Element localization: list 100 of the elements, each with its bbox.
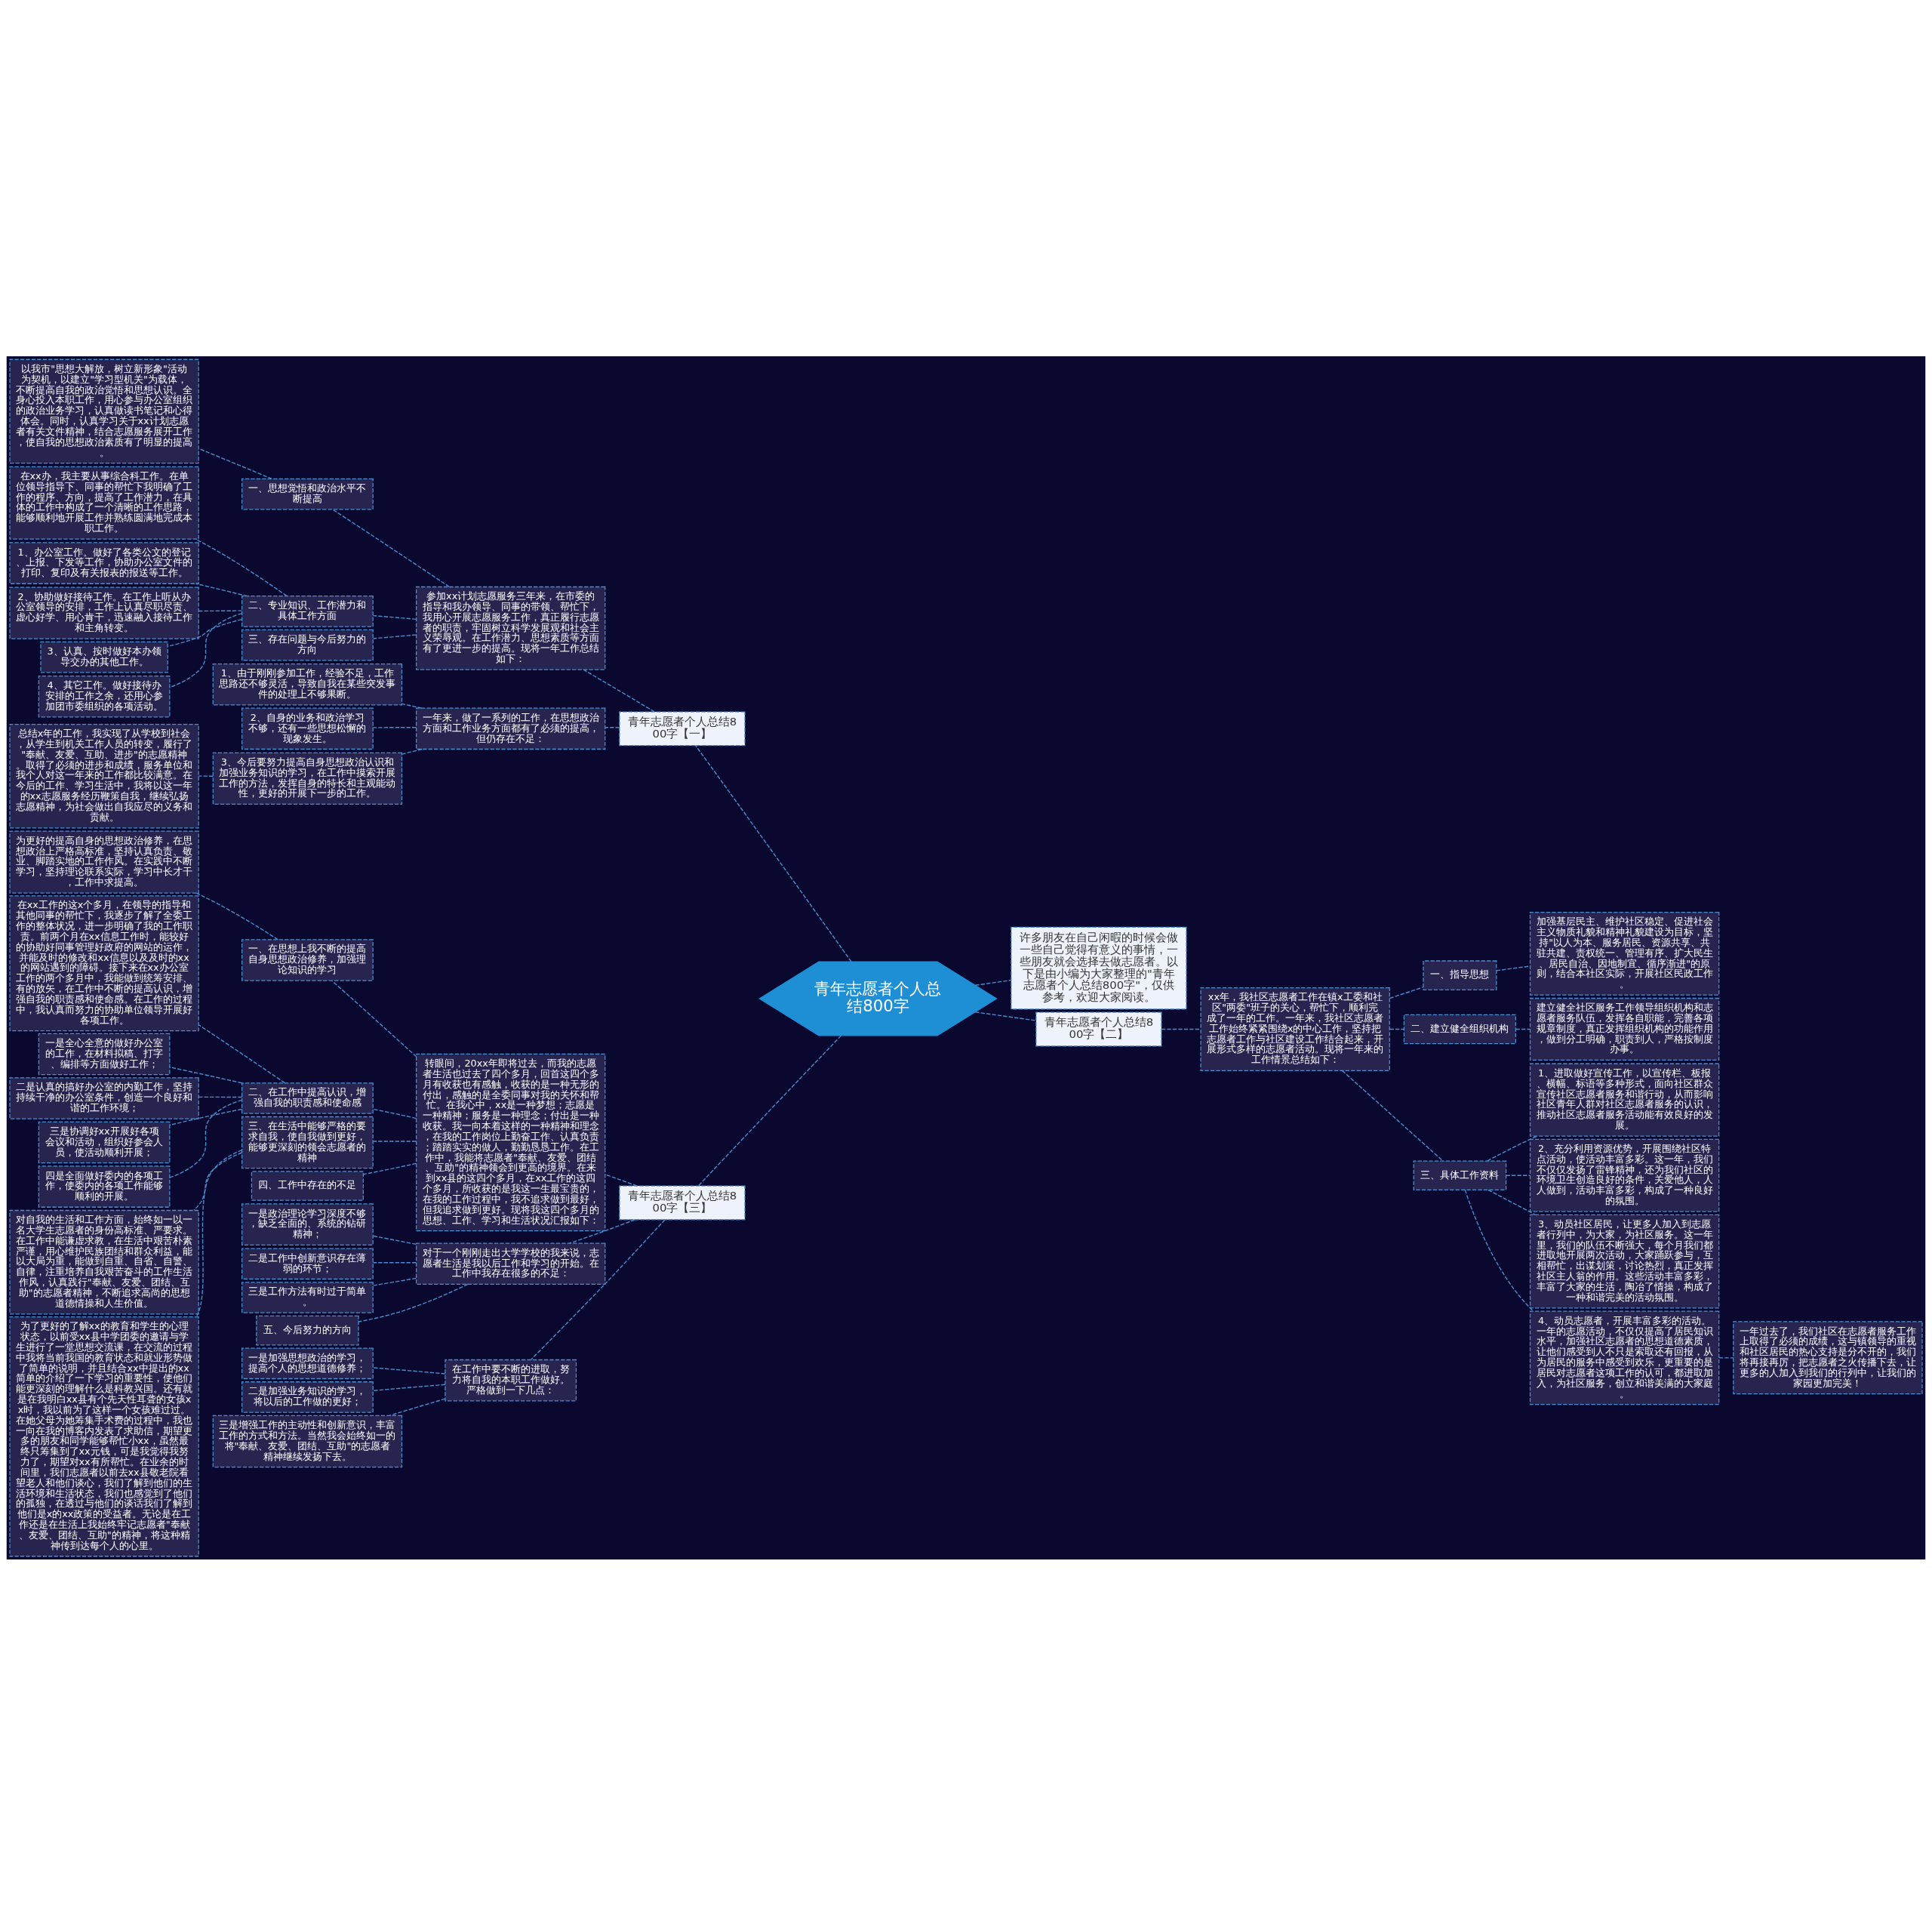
connector (1389, 986, 1424, 999)
connector (1464, 1189, 1534, 1312)
connector (358, 1283, 469, 1322)
node-box: 3、动员社区居民，让更多人加入到志愿者行列中，为大家，为社区服务。这一年里，我们的队伍不断强大，每个月我们都进取地开展两次活动，大家踊跃参与，互相帮忙，出谋划策，讨论热烈，真正发挥社区主人翁的作用。这些活动丰富多彩，丰富了大家的生活，陶冶了情操，构成了一种和谐完美的活动氛围。 (1529, 1214, 1720, 1308)
node-box: 一、思想觉悟和政治水平不断提高 (242, 478, 374, 510)
connector (1487, 1189, 1536, 1215)
node-box: 四、工作中存在的不足 (251, 1170, 364, 1201)
connector (195, 892, 278, 940)
node-box: 以我市"思想大解放，树立新形象"活动为契机，以建立"学习型机关"为载体，不断提高自我的政治觉悟和思想认识。全身心投入本职工作，用心参与办公室组织的政治业务学习，认真做读书笔记和心得体会。同时，认真学习关于xx计划志愿者有关文件精神，结合志愿服务展开工作，使自我的思想政治素质有了明显的提高。 (9, 359, 199, 463)
node-box: 参加xx计划志愿服务三年来，在市委的指导和我办领导、同事的带领、帮忙下，我用心开展志愿服务工作，真正履行志愿者的职责，牢固树立科学发展观和社会主义荣辱观。在工作潜力、思想素质等方面有了更进一步的提高。现将一年工作总结如下： (416, 586, 606, 670)
connector (169, 1108, 243, 1125)
node-box: xx年，我社区志愿者工作在镇x工委和社区"两委"班子的关心，帮忙下，顺利完成了一年的工作。一年来，我社区志愿者工作始终紧紧围绕x的中心工作，坚持把志愿者工作与社区建设工作结合起来，开展形式多样的志愿者活动。现将一年来的工作情景总结如下： (1200, 987, 1390, 1071)
node-box: 一年过去了，我们社区在志愿者服务工作上取得了必须的成绩，这与镇领导的重视和社区居民的热心支持是分不开的，我们将再接再厉，把志愿者之火传播下去，让更多的人加入到我们的行列中，让我们的家园更加完美！ (1733, 1320, 1923, 1394)
connector (401, 748, 423, 755)
connector (169, 1066, 243, 1083)
node-box: 在xx办，我主要从事综合科工作。在单位领导指导下、同事的帮忙下我明确了工作的程序、方向，提高了工作潜力，在具体的工作中构成了一个清晰的工作思路，能够顺利地开展工作并熟练圆满地完成本职工作。 (9, 466, 199, 540)
connector (974, 979, 1012, 986)
connector (372, 1235, 417, 1245)
node-box: 对于一个刚刚走出大学学校的我来说，志愿者生活是我以后工作和学习的开始。在工作中我存在很多的不足： (416, 1242, 606, 1285)
connector (1487, 1135, 1538, 1162)
node-box: 建立健全社区服务工作领导组织机构和志愿者服务队伍，发挥各自职能，完善各项规章制度，真正发挥组织机构的功能作用，做到分工明确，职责到人，严格按制度办事。 (1529, 997, 1720, 1061)
connector (1505, 1175, 1531, 1176)
node-box: 许多朋友在自己闲暇的时候会做一些自己觉得有意义的事情，一些朋友就会选择去做志愿者。以下是由小编为大家整理的"青年志愿者个人总结800字"，仅供参考，欢迎大家阅读。 (1011, 926, 1187, 1009)
node-box: 三、在生活中能够严格的要求自我，使自我做到更好，能够更深刻的领会志愿者的精神 (242, 1116, 374, 1168)
connector (1161, 1028, 1201, 1030)
node-box: 加强基层民主、维护社区稳定、促进社会主义物质礼貌和精神礼貌建设为目标，坚持"以人为本、服务居民、资源共享、共驻共建、责权统一、管理有序、扩大民生、居民自治、因地制宜、循序渐进"的原则，结合本社区实际，开展社区民政工作。 (1529, 911, 1720, 996)
node-box: 为更好的提高自身的思想政治修养，在思想政治上严格高标准，坚持认真负责、敬业、脚踏实地的工作作风。在实践中不断学习，坚持理论联系实际，学习中长才干，工作中求提高。 (9, 830, 199, 894)
node-box: 二、专业知识、工作潜力和具体工作方面 (242, 595, 374, 627)
connector (372, 1140, 417, 1142)
node-box: 二是工作中创新意识存在薄弱的环节； (242, 1247, 374, 1279)
node-box: 三、具体工作资料 (1413, 1159, 1507, 1190)
node-box: 2、协助做好接待工作。在工作上听从办公室领导的安排，工作上认真尽职尽责、虚心好学、用心肯干，迅速融入接待工作和主角转变。 (9, 586, 199, 639)
connector (198, 1024, 286, 1083)
connector (697, 1034, 842, 1186)
node-box: 2、自身的业务和政治学习不够，还有一些思想松懈的现象发生。 (242, 707, 374, 750)
node-box: 1、由于刚刚参加工作，经验不足，工作思路还不够灵活，导致自我在某些突发事件的处理上不够果断。 (212, 663, 403, 706)
node-box: 一是全心全意的做好办公室的工作，在材料拟稿、打字、编排等方面做好工作； (38, 1033, 171, 1075)
connector (331, 980, 417, 1057)
node-box: 1、进取做好宣传工作，以宣传栏、板报、横幅、标语等多种形式，面向社区群众宣传社区志愿者服务和谐行动，从而影响社区青年人群对社区志愿者服务的认识，推动社区志愿者服务活动能有效良好的发展。 (1529, 1063, 1720, 1137)
connector (1341, 1070, 1444, 1162)
node-box: 青年志愿者个人总结800字【二】 (1035, 1011, 1162, 1046)
connector (332, 508, 450, 587)
connector (372, 1384, 446, 1391)
connector (372, 1261, 417, 1263)
connector (169, 1099, 243, 1178)
node-box: 为了更好的了解xx的教育和学生的心理状态，以前受xx县中学团委的邀请与学生进行了一堂思想交流课，在交流的过程中我将当前我国的教育状态和就业形势做了简单的说明，并且结合xx中提出的xx简单的介绍了一下学习的重要性，使他们能更深刻的理解什么是科教兴国。还有就是在我明白xx县有个先天性耳聋的女孩xx时，我以前为了这样一个女孩难过过。在她父母为她筹集手术费的过程中，我也一向在我的博客内发表了求助信，期望更多的朋友和同学能够帮忙小xx，虽然最终只筹集到了xx元钱，可是我觉得我努力了，期望对xx有所帮忙。在业余的时间里，我们志愿者以前去xx县敬老院看望老人和他们谈心，我们了解到他们的生活环境和生活状态，我们也感觉到了他们的孤独，在透过与他们的谈话我们了解到他们是x的xx政策的受益者。无论是在工作还是在生活上我始终牢记志愿者"奉献、友爱、团结、互助"的精神，将这种精神传到达每个人的心里。 (9, 1316, 199, 1556)
node-box: 三是工作方法有时过于简单。 (242, 1281, 374, 1313)
node-box: 青年志愿者个人总结800字【三】 (619, 1184, 746, 1220)
node-box: 三、存在问题与今后努力的方向 (242, 629, 374, 661)
connector (169, 612, 243, 688)
node-box: 二、建立健全组织机构 (1403, 1014, 1517, 1044)
connector (372, 1108, 417, 1119)
connector (372, 1277, 417, 1286)
connector (372, 633, 417, 639)
node-box: 三是增强工作的主动性和创新意识，丰富工作的方式和方法。当然我会始终如一的将"奉献、友爱、团结、互助"的志愿者精神继续发扬下去。 (212, 1415, 403, 1467)
connector (372, 726, 417, 728)
connector (695, 744, 852, 962)
node-box: 青年志愿者个人总结800字【一】 (619, 710, 746, 746)
node-box: 2、充分利用资源优势，开展围绕社区特点活动，使活动丰富多彩。这一年，我们不仅仅发扬了雷锋精神，还为我们社区的环境卫生创造良好的条件，关爱他人，人人做到，活动丰富多彩，构成了一种良好的氛围。 (1529, 1138, 1720, 1212)
node-box: 1、办公室工作。做好了各类公文的登记、上报、下发等工作，协助办公室文件的打印、复印及有关报表的报送等工作。 (9, 541, 199, 584)
connector (167, 618, 243, 647)
node-box: 五、今后努力的方向 (256, 1315, 359, 1345)
connector (1389, 1028, 1404, 1030)
connector (1496, 965, 1531, 971)
connector (530, 1218, 666, 1360)
connector (974, 1011, 1037, 1021)
node-box: 一年来，做了一系列的工作，在思想政治方面和工作业务方面都有了必须的提高，但仍存在不足： (416, 707, 606, 750)
connector (195, 538, 288, 596)
node-box: 在工作中要不断的进取，努力将自我的本职工作做好。严格做到一下几点： (445, 1359, 577, 1401)
node-box: 3、今后要努力提高自身思想政治认识和加强业务知识的学习，在工作中摸索开展工作的方法，发挥自身的特长和主观能动性，更好的开展下一步的工作。 (212, 752, 403, 805)
connector (1515, 1028, 1531, 1030)
connector (363, 1162, 417, 1175)
connector (198, 609, 243, 611)
node-box: 转眼间，20xx年即将过去，而我的志愿者生活也过去了四个多月，回首这四个多月有收获也有感触，收获的是一种无形的付出，感触的是全委同事对我的关怀和帮忙。在我心中，xx是一种梦想；志愿是一种精神；服务是一种理念；付出是一种收获。我一向本着这样的一种精神和理念，在我的工作岗位上勤奋工作、认真负责；踏踏实实的做人，勤勤恳恳工作。在工作中，我能将志愿者"奉献、友爱、团结、互助"的精神领会到更高的境界。在来到xx县的这四个多月，在xx工作的这四个多月，所收获的是我这一生最宝贵的，在我的工作过程中，我不追求做到最好，但我追求做到更好。现将我这四个多月的思想、工作、学习和生活状况汇报如下： (416, 1053, 606, 1231)
node-box: 二是加强业务知识的学习，将以后的工作做的更好； (242, 1381, 374, 1413)
connector (196, 1149, 243, 1317)
node-box: 4、其它工作。做好接待办安排的工作之余，还用心参加团市委组织的各项活动。 (38, 675, 171, 718)
node-box: 对自我的生活和工作方面，始终如一以一名大学生志愿者的身份高标准、严要求。在工作中能谦虚求教，在生活中艰苦朴素严谨，用心维护民族团结和群众利益，能以大局为重，能做到自重、自省、自警、自律，注重培养自我艰苦奋斗的工作生活作风，认真践行"奉献、友爱、团结、互助"的志愿者精神，不断追求高尚的思想道德情操和人生价值。 (9, 1209, 199, 1314)
node-box: 一是加强思想政治的学习，提高个人的思想道德修养； (242, 1347, 374, 1379)
node-box: 总结x年的工作，我实现了从学校到社会，从学生到机关工作人员的转变，履行了"奉献、友爱、互助、进步"的志愿精神。取得了必须的进步和成绩，服务单位和我个人对这一年来的工作都比较满意。在今后的工作、学习生活中，我将以这一年的xx志愿服务经历鞭策自我，继续弘扬志愿精神，为社会做出自我应尽的义务和贡献。 (9, 723, 199, 828)
node-box: 3、认真、按时做好本办领导交办的其他工作。 (40, 641, 168, 673)
node-box: 一、指导思想 (1423, 959, 1497, 990)
node-box: 二是认真的搞好办公室的内勤工作，坚持持续干净的办公室条件，创造一个良好和谐的工作环境； (9, 1076, 199, 1119)
node-box: 四是全面做好委内的各项工作，使委内的各项工作能够顺利的开展。 (38, 1165, 171, 1208)
connector (1718, 1356, 1734, 1358)
node-box: 在xx工作的这x个多月，在领导的指导和其他同事的帮忙下，我逐步了解了全委工作的整体状况，进一步明确了我的工作职责。前两个月在xx信息工作时，能较好的协助好同事管理好政府的网站的运作，并能及时的修改和xx信息以及及时的xx的网站遇到的障碍。接下来在xx办公室工作的两个多月中，我能做到统筹安排、有的放矢，在工作中不断的提高认识，增强自我的职责感和使命感。在工作的过程中，我认真而努力的协助单位领导开展好各项工作。 (9, 894, 199, 1031)
node-box: 二、在工作中提高认识，增强自我的职责感和使命感 (242, 1082, 374, 1114)
node-box: 一是政治理论学习深度不够，缺乏全面的、系统的钻研精神； (242, 1202, 374, 1245)
connector (372, 1366, 446, 1375)
node-box: 一、在思想上我不断的提高自身思想政治修养，加强理论知识的学习 (242, 938, 374, 981)
connector (198, 448, 272, 479)
connector (389, 1397, 446, 1416)
connector (195, 583, 248, 596)
node-box: 三是协调好xx开展好各项会议和活动，组织好参会人员，使活动顺利开展； (38, 1121, 171, 1163)
connector (583, 668, 655, 713)
node-box: 4、动员志愿者，开展丰富多彩的活动。一年的志愿活动，不仅仅提高了居民知识水平，加强社区志愿者的思想道德素质，让他们感受到人不只是索取还有回报，从为居民的服务中感受到欢乐，更重要的是居民对志愿者这项工作的认可，都进取加入，为社区服务，创立和谐美满的大家庭。 (1529, 1310, 1720, 1405)
connector (372, 614, 417, 620)
connector (198, 1096, 243, 1098)
connector (605, 1173, 638, 1187)
connector (198, 774, 214, 777)
